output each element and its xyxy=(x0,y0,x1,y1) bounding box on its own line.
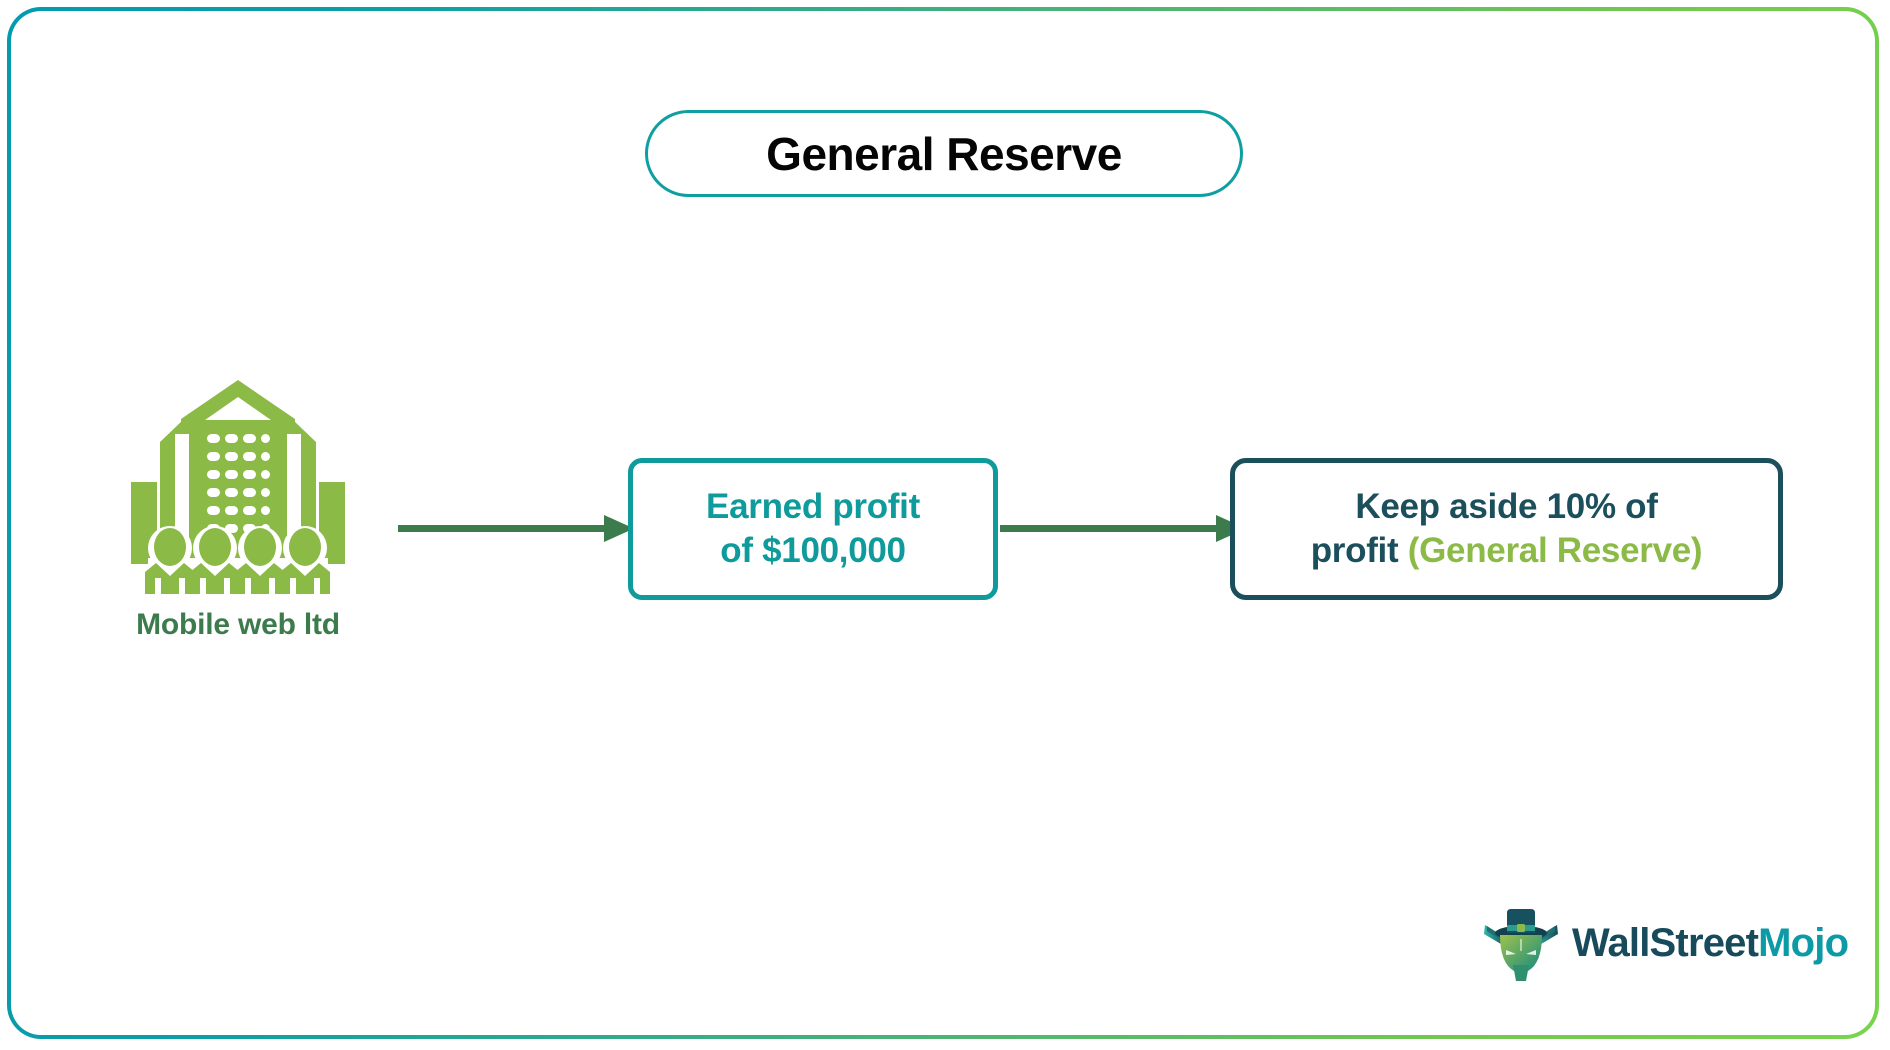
step-earned-profit-text: Earned profit of $100,000 xyxy=(706,485,920,573)
arrow-profit-to-reserve xyxy=(1000,509,1248,549)
brand-word-primary: WallStreet xyxy=(1572,920,1759,965)
brand-wordmark: WallStreetMojo xyxy=(1572,920,1849,966)
step-general-reserve-line2-main: profit xyxy=(1310,531,1408,570)
arrow-company-to-profit xyxy=(398,509,636,549)
company-label: Mobile web ltd xyxy=(136,608,340,641)
brand-logo: WallStreetMojo xyxy=(1482,903,1849,983)
step-earned-profit-line2: of $100,000 xyxy=(720,531,906,570)
bull-mascot-icon xyxy=(1482,903,1560,983)
step-general-reserve-line1: Keep aside 10% of xyxy=(1355,486,1658,526)
page-title: General Reserve xyxy=(766,127,1122,180)
company-building-people-icon xyxy=(123,372,353,602)
step-general-reserve: Keep aside 10% of profit (General Reserv… xyxy=(1230,458,1783,600)
step-earned-profit-line1: Earned profit xyxy=(706,486,920,526)
step-earned-profit: Earned profit of $100,000 xyxy=(628,458,998,600)
brand-word-secondary: Mojo xyxy=(1758,920,1849,965)
step-general-reserve-text: Keep aside 10% of profit (General Reserv… xyxy=(1311,485,1703,573)
page-title-pill: General Reserve xyxy=(645,110,1243,197)
step-general-reserve-line2-accent: (General Reserve) xyxy=(1407,531,1703,570)
company-node: Mobile web ltd xyxy=(98,372,378,642)
